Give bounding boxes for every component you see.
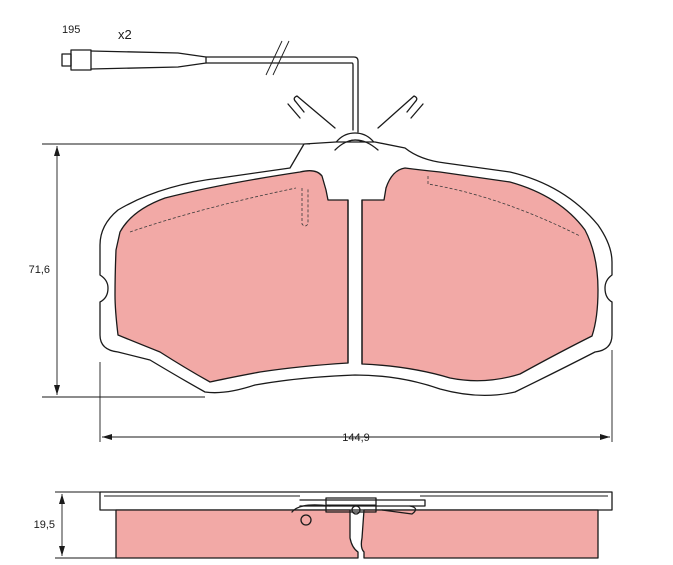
side-friction-right [360,509,599,559]
width-label: 144,9 [342,432,370,444]
sensor-cable [205,40,359,133]
height-label: 71,6 [29,264,50,276]
pad-side-view [99,491,613,559]
pad-front-view [99,139,613,397]
sensor-length-label: 195 [62,24,80,36]
sensor-mount-arc [334,139,379,151]
quantity-label: x2 [118,27,132,42]
thickness-dimension: 19,5 [34,491,116,559]
friction-pad-right [361,167,599,382]
height-dimension: 71,6 [29,143,310,398]
side-friction-left [115,509,359,559]
side-sensor-clip [291,497,426,526]
width-dimension: 144,9 [99,350,613,444]
thickness-label: 19,5 [34,519,55,531]
side-backing-plate [99,491,613,511]
hidden-edge-right [427,176,581,237]
sensor-pocket [301,188,309,227]
friction-pad-left [114,170,349,383]
sensor-connector [61,49,207,71]
